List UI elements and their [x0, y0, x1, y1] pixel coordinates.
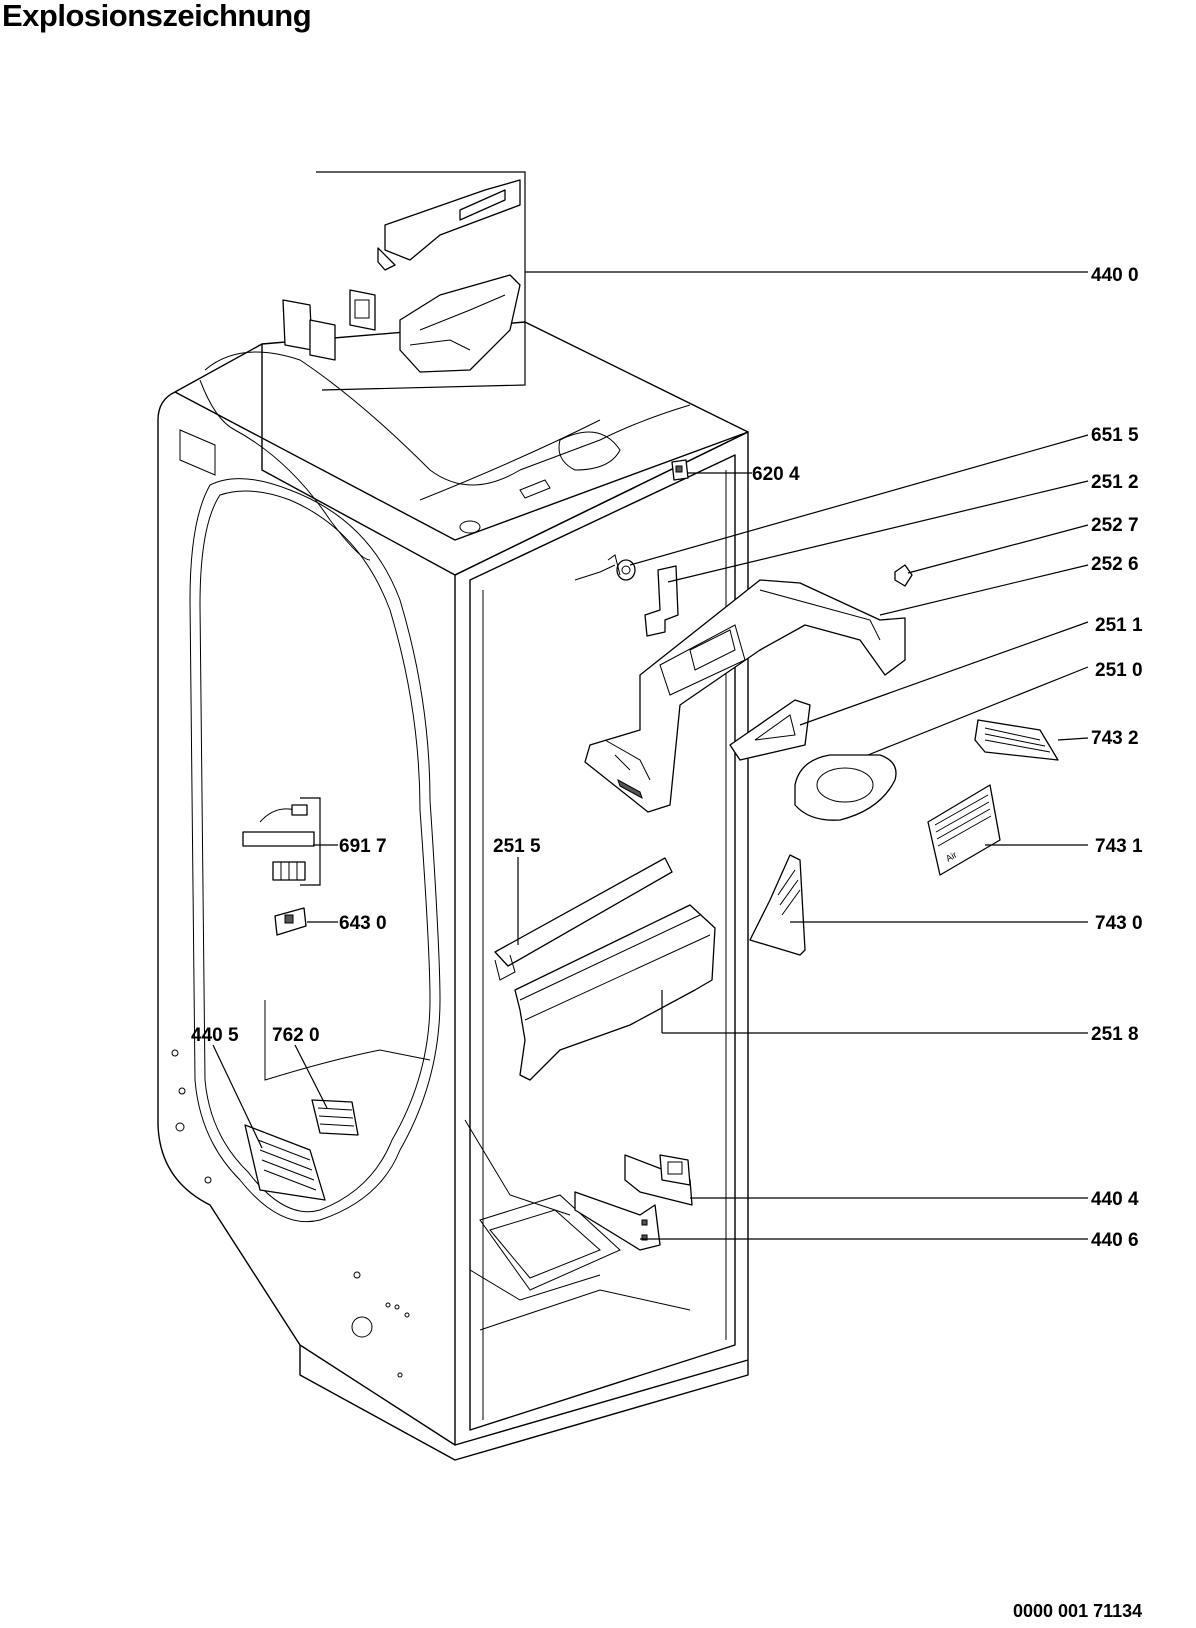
- label-2527: 252 7: [1091, 515, 1139, 536]
- part-group-4400: [282, 171, 526, 391]
- label-7432: 743 2: [1091, 728, 1139, 749]
- label-4404: 440 4: [1091, 1189, 1139, 1210]
- label-4405: 440 5: [191, 1025, 239, 1046]
- svg-text:Air: Air: [944, 850, 959, 864]
- part-2526: [584, 579, 906, 813]
- part-7432: [974, 719, 1059, 761]
- page-title: Explosionszeichnung: [2, 0, 312, 33]
- label-6430: 643 0: [339, 913, 387, 934]
- label-2518: 251 8: [1091, 1024, 1139, 1045]
- leader-lines: [212, 271, 1089, 1240]
- cabinet-body: [157, 321, 749, 1461]
- label-6515: 651 5: [1091, 425, 1139, 446]
- label-4400: 440 0: [1091, 265, 1139, 286]
- part-group-6917: [242, 797, 321, 886]
- label-2515: 251 5: [493, 836, 541, 857]
- label-2512: 251 2: [1091, 472, 1139, 493]
- document-number: 0000 001 71134: [1013, 1601, 1143, 1621]
- part-7431: Air: [927, 784, 1001, 876]
- label-6204: 620 4: [752, 464, 800, 485]
- part-4405: [244, 1124, 326, 1201]
- label-6917: 691 7: [339, 836, 387, 857]
- part-7430: [749, 854, 806, 956]
- part-labels: 440 0 651 5 620 4 251 2 252 7 252 6 251 …: [191, 265, 1143, 1251]
- part-4406: [574, 1191, 661, 1251]
- part-6515: [574, 554, 636, 581]
- part-6204: [671, 459, 689, 481]
- part-4404: [624, 1154, 693, 1206]
- part-2527: [894, 564, 913, 587]
- part-6430: [274, 907, 307, 936]
- part-2512: [644, 565, 679, 637]
- label-2526: 252 6: [1091, 554, 1139, 575]
- part-2518: [514, 904, 716, 1081]
- label-2511: 251 1: [1095, 615, 1143, 636]
- label-7431: 743 1: [1095, 836, 1143, 857]
- part-7620: [311, 1099, 359, 1136]
- label-2510: 251 0: [1095, 660, 1143, 681]
- part-2511: [729, 699, 811, 761]
- label-4406: 440 6: [1091, 1230, 1139, 1251]
- part-2510: [794, 754, 897, 821]
- part-2515: [494, 857, 673, 981]
- label-7620: 762 0: [272, 1025, 320, 1046]
- label-7430: 743 0: [1095, 913, 1143, 934]
